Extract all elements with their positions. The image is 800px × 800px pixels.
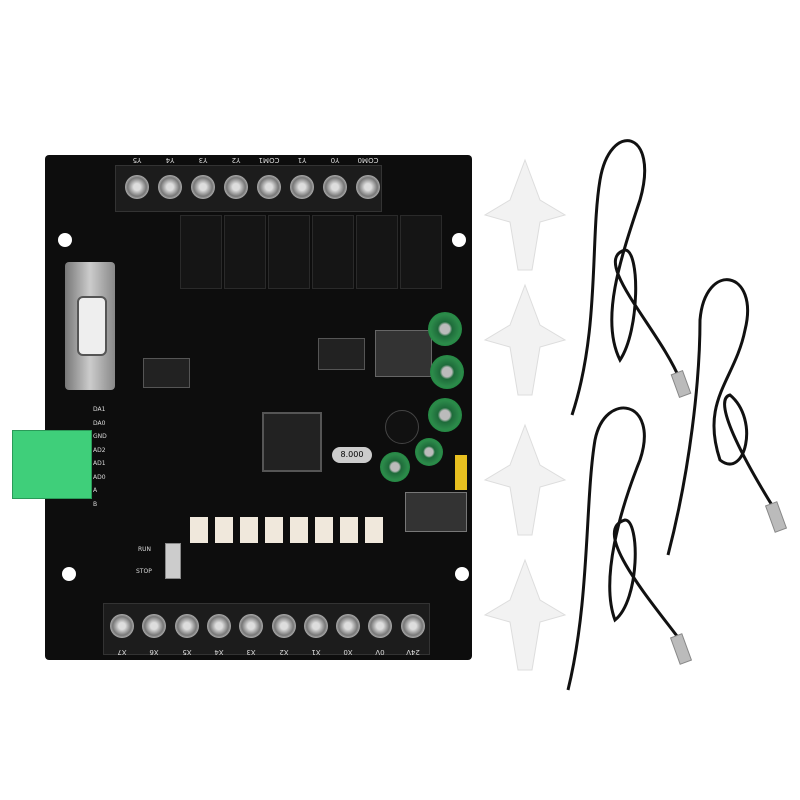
ic-chip	[318, 338, 365, 370]
terminal-screw[interactable]	[239, 614, 264, 638]
buzzer	[385, 410, 419, 444]
stop-label: STOP	[136, 568, 152, 575]
terminal-screw[interactable]	[174, 614, 199, 638]
terminal-label: COM1	[258, 156, 280, 164]
sensor-probe	[669, 633, 693, 665]
terminal-label: Y4	[165, 156, 175, 164]
analog-label: A	[93, 487, 98, 494]
terminal-label: 0V	[375, 648, 386, 656]
terminal-label: X6	[149, 648, 159, 656]
terminal-screw[interactable]	[110, 614, 134, 638]
mount-hole	[58, 233, 72, 247]
capacitor	[428, 398, 462, 432]
ic-chip	[143, 358, 190, 388]
terminal-label: X2	[278, 648, 289, 656]
terminal-label: X5	[181, 648, 192, 656]
terminal-label: Y1	[297, 156, 307, 164]
terminal-label: X0	[343, 648, 353, 656]
optocoupler	[240, 517, 258, 543]
crystal: 8.000	[332, 447, 372, 463]
terminal-screw[interactable]	[400, 614, 425, 638]
terminal-screw[interactable]	[206, 614, 231, 638]
temperature-sensor-cable	[570, 139, 682, 416]
fuse	[455, 455, 467, 490]
optocoupler	[290, 517, 308, 543]
terminal-screw[interactable]	[158, 175, 182, 199]
terminal-label: Y2	[231, 156, 241, 164]
terminal-label: COM0	[357, 156, 379, 164]
analog-label: AD0	[93, 473, 106, 481]
terminal-label: Y3	[198, 156, 208, 164]
voltage-regulator	[375, 330, 432, 377]
terminal-screw[interactable]	[125, 175, 149, 199]
terminal-label: Y0	[330, 156, 340, 164]
optocoupler	[315, 517, 333, 543]
terminal-label: X4	[214, 648, 224, 656]
plastic-standoff-clip	[483, 158, 567, 271]
analog-label: B	[93, 500, 98, 508]
plastic-standoff-clip	[483, 283, 567, 396]
optocoupler	[215, 517, 233, 543]
relay	[400, 215, 442, 289]
mount-hole	[455, 567, 469, 581]
terminal-screw[interactable]	[303, 614, 328, 638]
temperature-sensor-cable	[566, 406, 682, 691]
analog-label: GND	[93, 433, 107, 440]
analog-label: AD2	[93, 446, 106, 454]
relay	[224, 215, 266, 289]
terminal-screw[interactable]	[336, 614, 361, 638]
terminal-screw[interactable]	[323, 175, 347, 199]
terminal-screw[interactable]	[290, 175, 314, 199]
relay	[268, 215, 310, 289]
mount-hole	[62, 567, 76, 581]
mount-hole	[452, 233, 466, 247]
run-stop-switch[interactable]	[165, 543, 181, 579]
terminal-screw[interactable]	[271, 614, 296, 638]
sensor-probe	[764, 501, 788, 533]
plastic-standoff-clip	[483, 558, 567, 671]
terminal-screw[interactable]	[191, 175, 215, 199]
relay	[180, 215, 222, 289]
relay	[356, 215, 398, 289]
terminal-screw[interactable]	[368, 614, 393, 638]
analog-label: DA1	[93, 406, 106, 413]
db9-serial-port	[65, 262, 115, 390]
terminal-screw[interactable]	[257, 175, 281, 199]
terminal-label: X7	[117, 648, 127, 656]
sensor-probe	[670, 370, 692, 398]
terminal-label: X3	[246, 648, 256, 656]
terminal-label: X1	[311, 648, 321, 656]
optocoupler	[190, 517, 208, 543]
relay	[312, 215, 354, 289]
capacitor	[428, 312, 462, 346]
optocoupler	[340, 517, 358, 543]
optocoupler	[365, 517, 383, 543]
capacitor	[380, 452, 410, 482]
terminal-label: 24V	[405, 648, 420, 656]
plastic-standoff-clip	[483, 423, 567, 536]
terminal-screw[interactable]	[142, 614, 167, 638]
temperature-sensor-cable	[666, 278, 777, 556]
inductor	[405, 492, 467, 532]
capacitor	[415, 438, 443, 466]
optocoupler	[265, 517, 283, 543]
terminal-screw[interactable]	[224, 175, 248, 199]
analog-connector	[12, 430, 92, 499]
analog-label: AD1	[93, 460, 106, 467]
run-label: RUN	[138, 546, 152, 553]
microcontroller-chip	[262, 412, 322, 472]
terminal-label: Y5	[132, 156, 142, 164]
capacitor	[430, 355, 464, 389]
analog-label: DA0	[93, 419, 106, 427]
terminal-screw[interactable]	[356, 175, 380, 199]
